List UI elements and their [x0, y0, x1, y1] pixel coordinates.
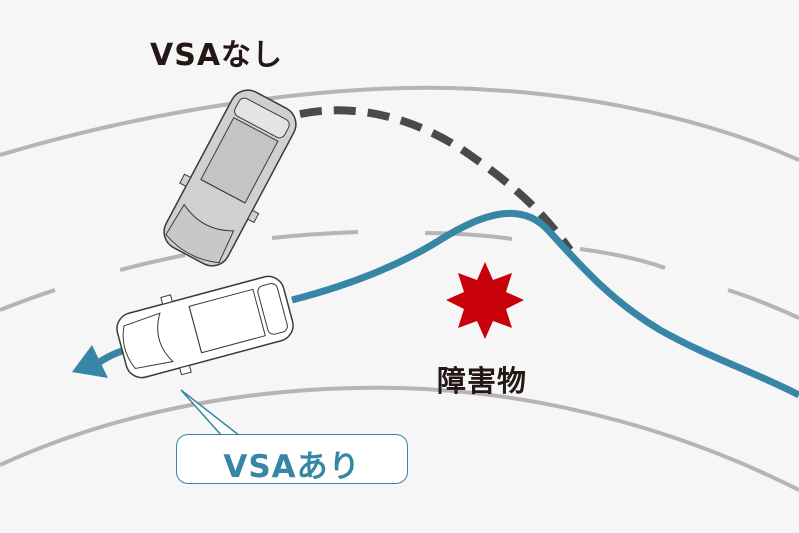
- road-edge-top: [0, 85, 799, 162]
- label-obstacle: 障害物: [437, 364, 528, 398]
- starburst-icon: [446, 262, 524, 339]
- callout-with-vsa: VSAあり: [176, 434, 408, 485]
- lane-markings: [0, 230, 799, 320]
- car-without-vsa: [163, 89, 297, 267]
- car-with-vsa: [116, 275, 294, 379]
- arrow-left-icon: [72, 345, 108, 378]
- vsa-trajectory: [291, 209, 799, 399]
- road-edge-bottom: [0, 385, 799, 492]
- no-vsa-trajectory: [299, 106, 574, 253]
- label-without-vsa: VSAなし: [150, 38, 284, 73]
- label-with-vsa: VSAあり: [223, 449, 361, 485]
